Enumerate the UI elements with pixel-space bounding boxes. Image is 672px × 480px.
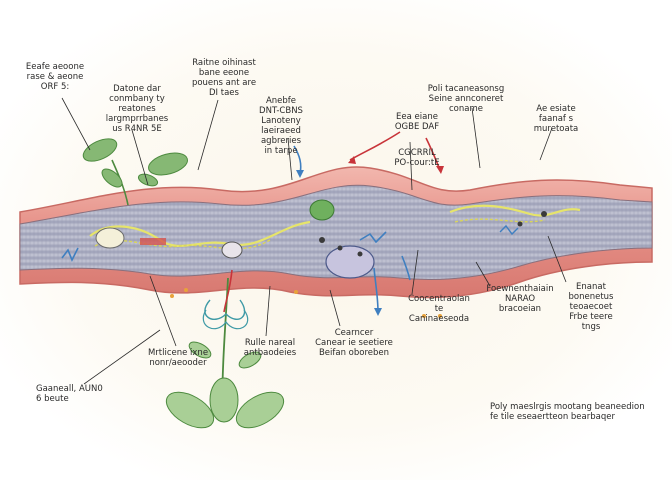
orange-markers xyxy=(170,288,442,318)
dot-4 xyxy=(541,211,547,217)
blue-squiggle-right xyxy=(499,224,519,236)
label-bottom-right: Poly maeslrgis mootang beaneedion fe til… xyxy=(490,402,645,422)
cell-cluster-left xyxy=(95,227,125,249)
label-bottom-5: Foewnenthaiain NARAO bracoeian xyxy=(486,284,554,314)
red-arrows xyxy=(223,131,444,313)
strand-right xyxy=(449,204,581,217)
label-top-3: Anebfe DNT-CBNS Lanoteny laeiraeed agbre… xyxy=(259,96,303,156)
dot-3 xyxy=(357,251,363,257)
label-bottom-1: Mrtlicene ixne nonr/aeooder xyxy=(147,348,209,368)
dot-2 xyxy=(337,245,343,251)
green-capsule xyxy=(309,199,335,221)
label-top-4: Eea eiane OGBE DAF xyxy=(394,112,440,132)
label-bottom-2: Rulle nareal antbaodeies xyxy=(243,338,297,358)
label-top-5: CGCRRIL PO-cour:tE xyxy=(394,148,440,168)
leader-lines xyxy=(61,97,567,385)
label-bottom-3: Cearncer Canear ie seetiere Beifan obore… xyxy=(315,328,393,358)
strand-left-2 xyxy=(94,239,271,250)
label-top-6: Poli tacaneasonsg Seine annconeret conam… xyxy=(427,84,505,114)
blue-arrows xyxy=(293,145,411,316)
label-bottom-4: Coocentraolan te Caninaeseoda xyxy=(408,294,470,324)
cell-cluster-mid xyxy=(221,241,243,259)
label-top-left: Eeafe aeoone rase & aeone ORF 5: xyxy=(25,62,85,92)
blue-squiggle-center xyxy=(359,231,387,244)
plant-top-left xyxy=(82,138,188,206)
vessel-lumen xyxy=(19,184,653,280)
blue-squiggle-left xyxy=(61,247,79,262)
label-top-1: Datone dar conmbany ty reatones largmprr… xyxy=(105,84,169,134)
label-bottom-6: Enanat bonenetus teoaecoet Frbe teere tn… xyxy=(568,282,614,332)
dot-5 xyxy=(517,221,523,227)
plant-bottom xyxy=(165,277,285,429)
dot-1 xyxy=(319,237,325,243)
label-bottom-left: Gaaneall, AUN0 6 beute xyxy=(36,384,103,404)
strand-left xyxy=(89,220,311,248)
label-top-right: Ae esiate faanaf s muretoata xyxy=(533,104,579,134)
red-marker xyxy=(140,238,166,245)
label-top-2: Raitne oihinast bane eeone pouens ant ar… xyxy=(191,58,257,98)
strand-right-2 xyxy=(454,218,546,223)
cell-cluster-center xyxy=(325,245,375,279)
